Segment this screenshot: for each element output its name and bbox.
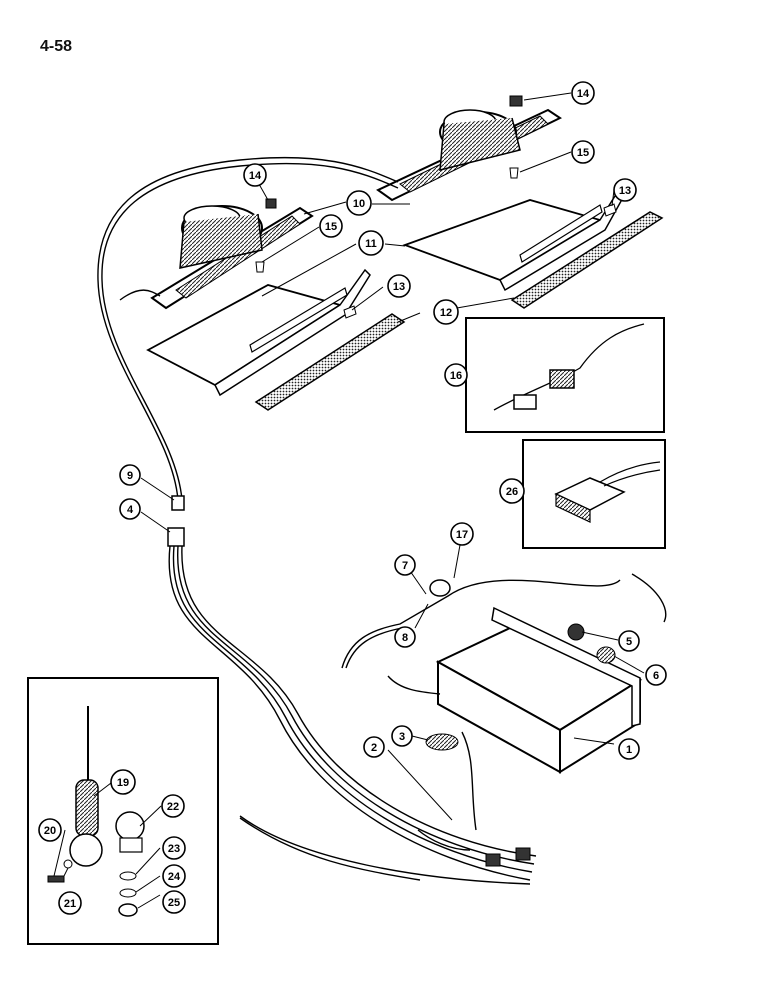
callout-8: 8: [394, 626, 416, 648]
antenna-lead: [341, 573, 667, 695]
svg-text:5: 5: [626, 636, 632, 648]
svg-text:21: 21: [64, 898, 76, 910]
callout-4: 4: [119, 498, 141, 520]
svg-text:10: 10: [353, 198, 365, 210]
ground-wire-left: [239, 817, 421, 881]
inset-16: [465, 317, 665, 433]
callout-9: 9: [119, 464, 141, 486]
svg-text:3: 3: [399, 731, 405, 743]
svg-text:2: 2: [371, 742, 377, 754]
svg-text:14: 14: [249, 170, 262, 182]
connector-9: [171, 495, 185, 511]
svg-text:12: 12: [440, 307, 452, 319]
speaker-right: [376, 108, 563, 202]
svg-text:22: 22: [167, 801, 179, 813]
speaker-left: [150, 205, 314, 310]
callout-14b: 14: [243, 163, 267, 187]
callout-17: 17: [450, 522, 474, 546]
grille-left: [254, 313, 406, 411]
callout-23: 23: [162, 836, 186, 860]
callout-10: 10: [346, 190, 372, 216]
callout-21: 21: [58, 891, 82, 915]
callout-15b: 15: [319, 214, 343, 238]
grille-right: [510, 211, 664, 309]
svg-text:19: 19: [117, 777, 129, 789]
inset-antenna: [27, 677, 219, 945]
callout-13a: 13: [613, 178, 637, 202]
svg-text:20: 20: [44, 825, 56, 837]
svg-text:17: 17: [456, 529, 468, 541]
callout-5: 5: [618, 630, 640, 652]
svg-text:6: 6: [653, 670, 659, 682]
callout-6: 6: [645, 664, 667, 686]
callout-13b: 13: [387, 274, 411, 298]
svg-text:1: 1: [626, 744, 632, 756]
svg-text:23: 23: [168, 843, 180, 855]
mounting-plate-left: [146, 268, 371, 397]
inset-26: [522, 439, 666, 549]
svg-text:15: 15: [325, 221, 337, 233]
knobs: [567, 623, 616, 664]
svg-text:8: 8: [402, 632, 408, 644]
callout-3: 3: [391, 725, 413, 747]
callout-12: 12: [433, 299, 459, 325]
page-number: 4-58: [40, 38, 73, 55]
harness-plugs: [485, 847, 531, 867]
svg-text:7: 7: [402, 560, 408, 572]
svg-text:11: 11: [365, 238, 377, 250]
callout-25: 25: [162, 890, 186, 914]
svg-text:14: 14: [577, 88, 590, 100]
callout-11: 11: [358, 230, 384, 256]
hardware-items: [255, 95, 617, 319]
main-harness: [168, 545, 537, 885]
svg-text:9: 9: [127, 470, 133, 482]
bracket-7: [429, 579, 451, 597]
radio-unit: [435, 606, 643, 774]
svg-text:4: 4: [127, 504, 134, 516]
fuse-holder-3: [425, 733, 459, 751]
speaker-harness: [97, 156, 399, 501]
callout-2: 2: [363, 736, 385, 758]
svg-text:13: 13: [393, 281, 405, 293]
callout-22: 22: [161, 794, 185, 818]
leader-lines: [53, 92, 645, 909]
callout-1: 1: [618, 738, 640, 760]
callout-19: 19: [110, 769, 136, 795]
callout-24: 24: [162, 864, 186, 888]
svg-text:26: 26: [506, 486, 518, 498]
callout-16: 16: [444, 363, 468, 387]
callout-15a: 15: [571, 140, 595, 164]
svg-text:16: 16: [450, 370, 462, 382]
mounting-plate-right: [402, 178, 631, 292]
ground-straps: [417, 731, 477, 851]
svg-text:25: 25: [168, 897, 180, 909]
callout-26: 26: [499, 478, 525, 504]
callout-14a: 14: [571, 81, 595, 105]
connector-4: [167, 527, 185, 547]
callout-20: 20: [38, 818, 62, 842]
svg-text:24: 24: [168, 871, 181, 883]
svg-text:13: 13: [619, 185, 631, 197]
svg-text:15: 15: [577, 147, 589, 159]
callout-7: 7: [394, 554, 416, 576]
